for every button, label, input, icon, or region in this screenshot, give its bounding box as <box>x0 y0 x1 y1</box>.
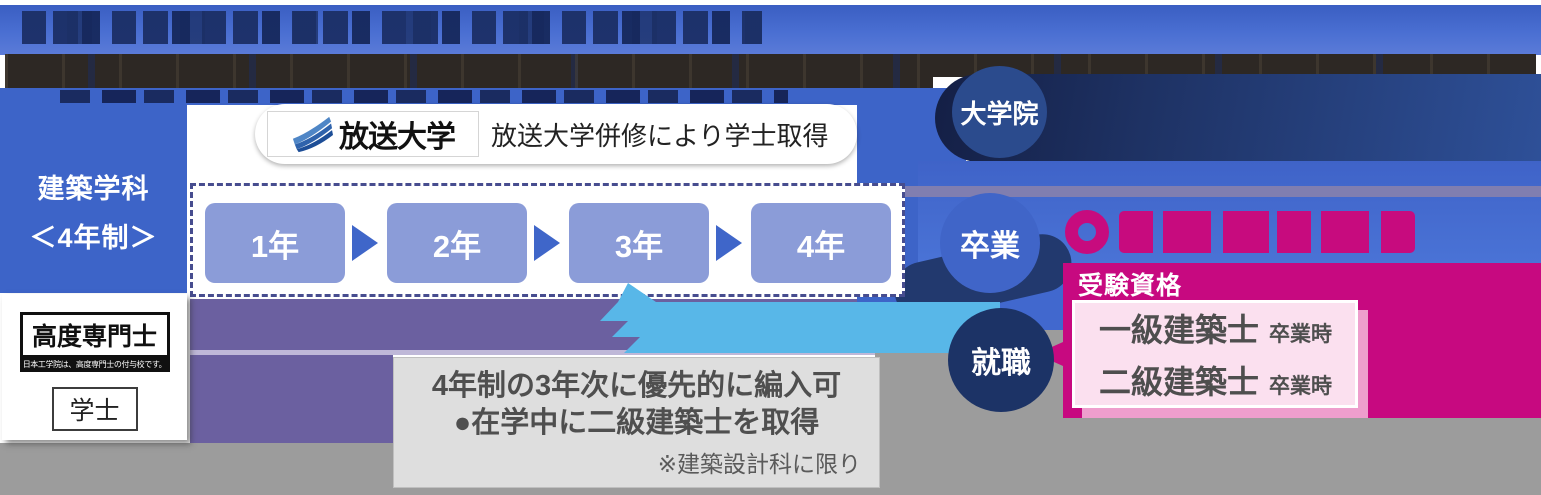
department-name: 建築学科 <box>37 174 150 204</box>
advanced-diploma-badge: 高度専門士 <box>19 312 170 358</box>
bachelor-badge: 学士 <box>51 387 138 431</box>
year-label: 3年 <box>614 228 664 264</box>
hoso-swoosh-icon <box>292 116 333 153</box>
transfer-note-line1: 4年制の3年次に優先的に編入可 <box>431 370 842 402</box>
garbled-career-glyph <box>1065 210 1109 254</box>
year-label: 4年 <box>796 228 846 264</box>
garbled-subheading-text-left <box>5 54 933 93</box>
year-label: 1年 <box>250 228 300 264</box>
qualification-name: 一級建築士 <box>1099 312 1260 348</box>
year-box-2: 2年 <box>387 203 527 283</box>
garbled-caption-text <box>60 90 788 103</box>
hoso-logo-text: 放送大学 <box>339 121 456 154</box>
arrow-right-icon <box>716 225 742 261</box>
advanced-diploma-note: 日本工学院は、高度専門士の付与校です。 <box>19 358 170 372</box>
transfer-note-line2: ●在学中に二級建築士を取得 <box>453 407 820 439</box>
graduate-school-label: 大学院 <box>960 98 1039 129</box>
qualification-timing: 卒業時 <box>1269 323 1333 346</box>
qualification-header: 受験資格 <box>1078 272 1183 300</box>
arrow-right-icon <box>534 225 560 261</box>
four-year-timeline: 1年 2年 3年 4年 <box>190 183 905 297</box>
year-box-3: 3年 <box>569 203 709 283</box>
year-box-1: 1年 <box>205 203 345 283</box>
transfer-note-line3: ※建築設計科に限り <box>657 451 861 477</box>
purple-divider-strip <box>903 186 1541 197</box>
employment-label: 就職 <box>971 347 1031 380</box>
employment-circle: 就職 <box>948 308 1054 412</box>
qualification-name: 二級建築士 <box>1099 364 1260 400</box>
garbled-career-text <box>1065 208 1415 256</box>
hoso-logo: 放送大学 <box>267 111 479 157</box>
hoso-description: 放送大学併修により学士取得 <box>491 120 829 151</box>
qualification-box: 一級建築士 卒業時 二級建築士 卒業時 <box>1072 300 1358 408</box>
qualification-item: 一級建築士 卒業時 <box>1099 305 1355 351</box>
arrow-right-icon <box>352 225 378 261</box>
hoso-pill: 放送大学 放送大学併修により学士取得 <box>255 104 857 164</box>
credentials-box: 高度専門士 日本工学院は、高度専門士の付与校です。 学士 <box>2 294 187 440</box>
transfer-note-box: 4年制の3年次に優先的に編入可 ●在学中に二級建築士を取得 ※建築設計科に限り <box>393 357 880 488</box>
garbled-career-blocks <box>1119 211 1415 253</box>
qualification-timing: 卒業時 <box>1269 375 1333 398</box>
graduate-school-circle: 大学院 <box>952 66 1047 158</box>
department-duration: ＜4年制＞ <box>29 223 158 253</box>
department-box: 建築学科 ＜4年制＞ <box>0 105 187 293</box>
qualification-item: 二級建築士 卒業時 <box>1099 357 1355 403</box>
graduation-label: 卒業 <box>960 230 1020 263</box>
garbled-heading-text <box>22 11 762 44</box>
year-label: 2年 <box>432 228 482 264</box>
year-box-4: 4年 <box>751 203 891 283</box>
graduation-circle: 卒業 <box>940 193 1040 293</box>
